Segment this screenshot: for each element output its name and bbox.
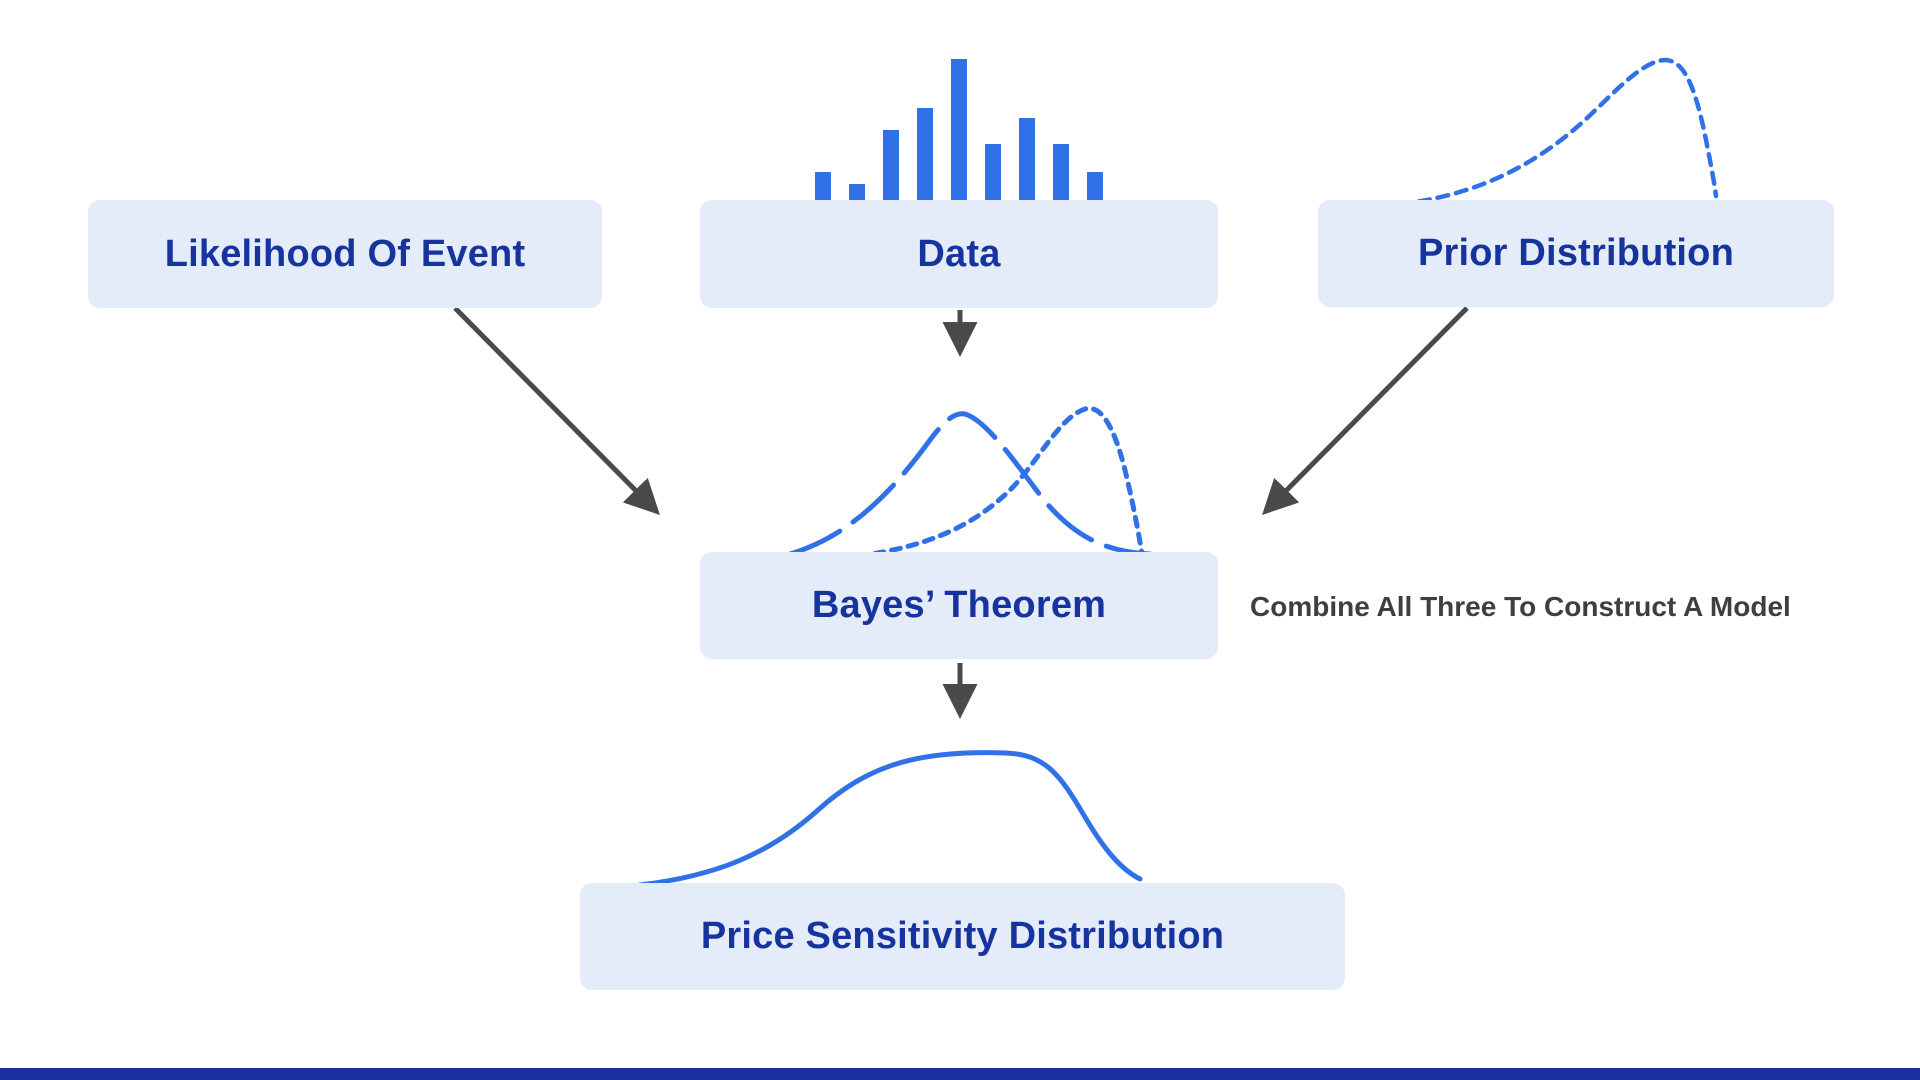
histogram-bar — [985, 144, 1001, 202]
histogram-bar — [1053, 144, 1069, 202]
node-data: Data — [700, 200, 1218, 308]
histogram-bar — [917, 108, 933, 202]
node-bayes-label: Bayes’ Theorem — [811, 584, 1107, 626]
node-likelihood-of-event: Likelihood Of Event — [88, 200, 602, 308]
node-bayes-theorem: Bayes’ Theorem — [700, 552, 1218, 659]
node-likelihood-label: Likelihood Of Event — [164, 232, 526, 275]
data-histogram-icon — [815, 59, 1103, 202]
histogram-bar — [883, 130, 899, 202]
combine-annotation: Combine All Three To Construct A Model — [1250, 591, 1791, 622]
histogram-bar — [1019, 118, 1035, 202]
histogram-bar — [815, 172, 831, 202]
node-price-sensitivity-distribution: Price Sensitivity Distribution — [580, 883, 1345, 990]
bayes-prior-curve — [855, 405, 1145, 559]
node-prior-label: Prior Distribution — [1417, 232, 1735, 274]
prior-distribution-curve — [1397, 57, 1719, 207]
histogram-bar — [951, 59, 967, 202]
node-data-label: Data — [917, 232, 1001, 275]
posterior-curve — [637, 750, 1143, 888]
arrow-prior-to-bayes — [1262, 306, 1469, 515]
histogram-bar — [1087, 172, 1103, 202]
node-price-label: Price Sensitivity Distribution — [700, 915, 1225, 957]
node-prior-distribution: Prior Distribution — [1318, 200, 1834, 307]
histogram-bar — [849, 184, 865, 202]
bayes-likelihood-curve — [787, 411, 1153, 557]
arrow-likelihood-to-bayes — [453, 306, 660, 515]
footer-accent-bar — [0, 1068, 1920, 1080]
